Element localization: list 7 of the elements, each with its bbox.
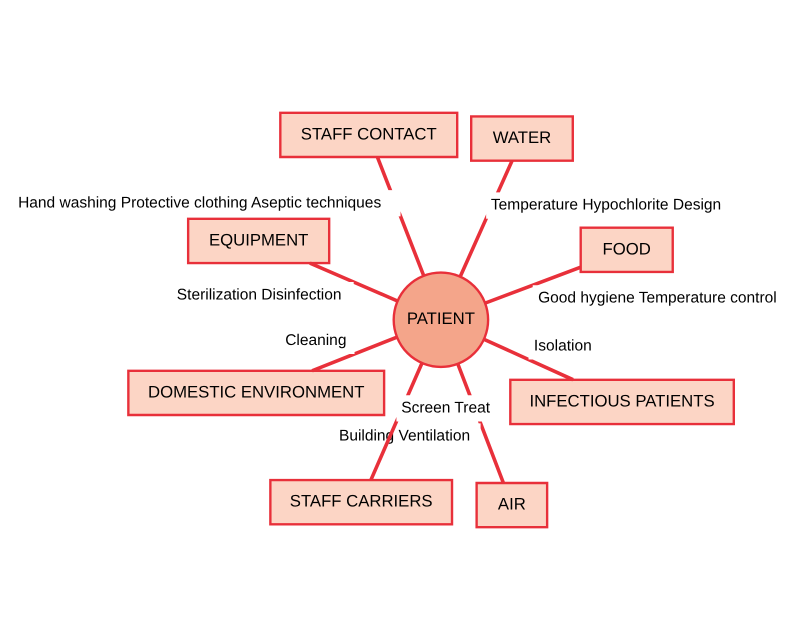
edge-label: Isolation [534, 337, 592, 354]
edge-label: Screen Treat [401, 399, 490, 416]
edge-label: Good hygiene Temperature control [538, 289, 777, 306]
edge-label: Temperature Hypochlorite Design [490, 196, 722, 214]
edge-label: Hand washing Protective clothing Aseptic techniques [18, 194, 382, 212]
edge-label: Sterilization Disinfection [176, 286, 342, 304]
edge-label: Cleaning [285, 332, 346, 349]
